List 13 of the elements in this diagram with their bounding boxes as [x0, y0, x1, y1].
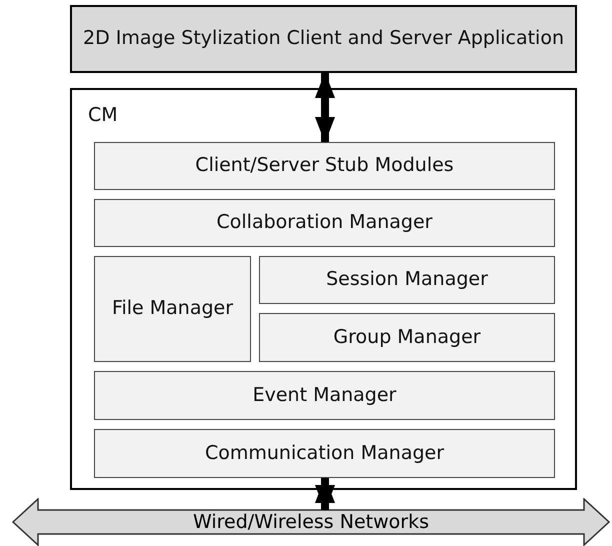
double-arrow — [315, 477, 335, 511]
double-arrow — [315, 72, 335, 143]
module-box: Communication Manager — [94, 429, 555, 478]
module-box: Event Manager — [94, 371, 555, 420]
application-box: 2D Image Stylization Client and Server Application — [70, 5, 577, 73]
network-label: Wired/Wireless Networks — [193, 510, 429, 534]
frame-title: CM — [88, 104, 118, 128]
framework-frame — [70, 88, 577, 490]
module-box: Collaboration Manager — [94, 199, 555, 247]
module-box: Client/Server Stub Modules — [94, 142, 555, 190]
module-box: File Manager — [94, 256, 251, 362]
module-box: Group Manager — [259, 313, 555, 362]
module-box: Session Manager — [259, 256, 555, 304]
